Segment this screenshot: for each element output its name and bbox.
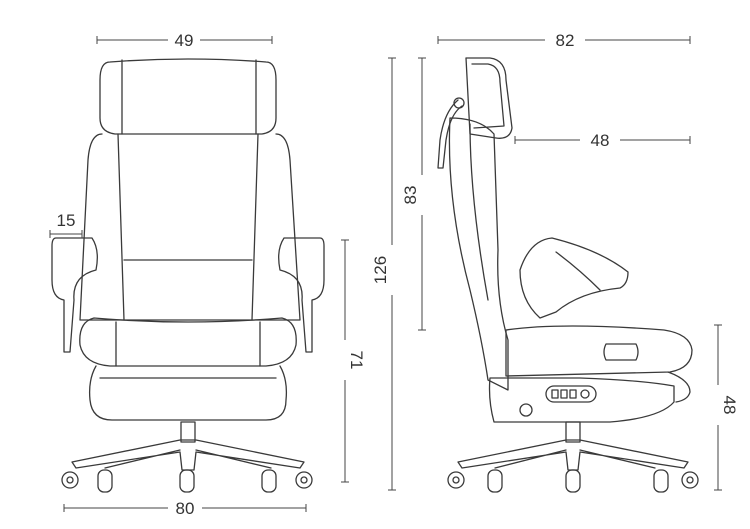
dim-seat-depth: 48 xyxy=(514,131,691,150)
front-seat-base xyxy=(88,365,288,421)
dim-total-height: 126 xyxy=(371,57,396,491)
side-view-chair xyxy=(437,57,699,493)
front-view-chair xyxy=(51,58,325,493)
side-legrest-handle xyxy=(603,343,639,361)
front-backrest xyxy=(79,133,301,321)
dim-label-49: 49 xyxy=(175,31,194,50)
dim-arm-width: 15 xyxy=(49,211,83,238)
side-seat-base xyxy=(488,377,675,423)
dim-side-depth: 82 xyxy=(437,31,691,50)
dim-label-82: 82 xyxy=(556,31,575,50)
dim-back-height: 83 xyxy=(401,57,426,331)
front-armrest-right xyxy=(278,237,325,353)
front-headrest xyxy=(99,58,277,135)
front-gas-lift xyxy=(180,421,196,443)
side-seat xyxy=(505,325,693,377)
side-armrest xyxy=(519,237,629,319)
dim-label-15: 15 xyxy=(57,211,76,230)
front-casters xyxy=(61,469,313,493)
side-knob xyxy=(519,403,533,417)
front-seat-cushion xyxy=(79,317,297,367)
front-armrest-left xyxy=(51,237,98,353)
dim-front-width: 49 xyxy=(96,31,273,50)
dim-label-83: 83 xyxy=(401,186,420,205)
side-casters xyxy=(447,469,699,493)
side-backrest xyxy=(448,117,509,391)
side-headrest-arm xyxy=(437,99,463,169)
dim-label-71: 71 xyxy=(347,351,366,370)
dim-label-48-depth: 48 xyxy=(591,131,610,150)
side-gas-lift xyxy=(565,421,581,443)
side-base-star xyxy=(457,439,689,471)
front-base-star xyxy=(71,439,305,471)
dim-base-width: 80 xyxy=(63,499,307,518)
dim-label-48-height: 48 xyxy=(720,396,739,415)
dim-seat-height: 48 xyxy=(714,324,739,491)
side-control-panel xyxy=(545,385,597,403)
dim-label-126: 126 xyxy=(371,256,390,284)
side-headrest-frame xyxy=(465,57,513,139)
dim-label-80: 80 xyxy=(176,499,195,518)
dim-arm-height: 71 xyxy=(341,239,366,483)
